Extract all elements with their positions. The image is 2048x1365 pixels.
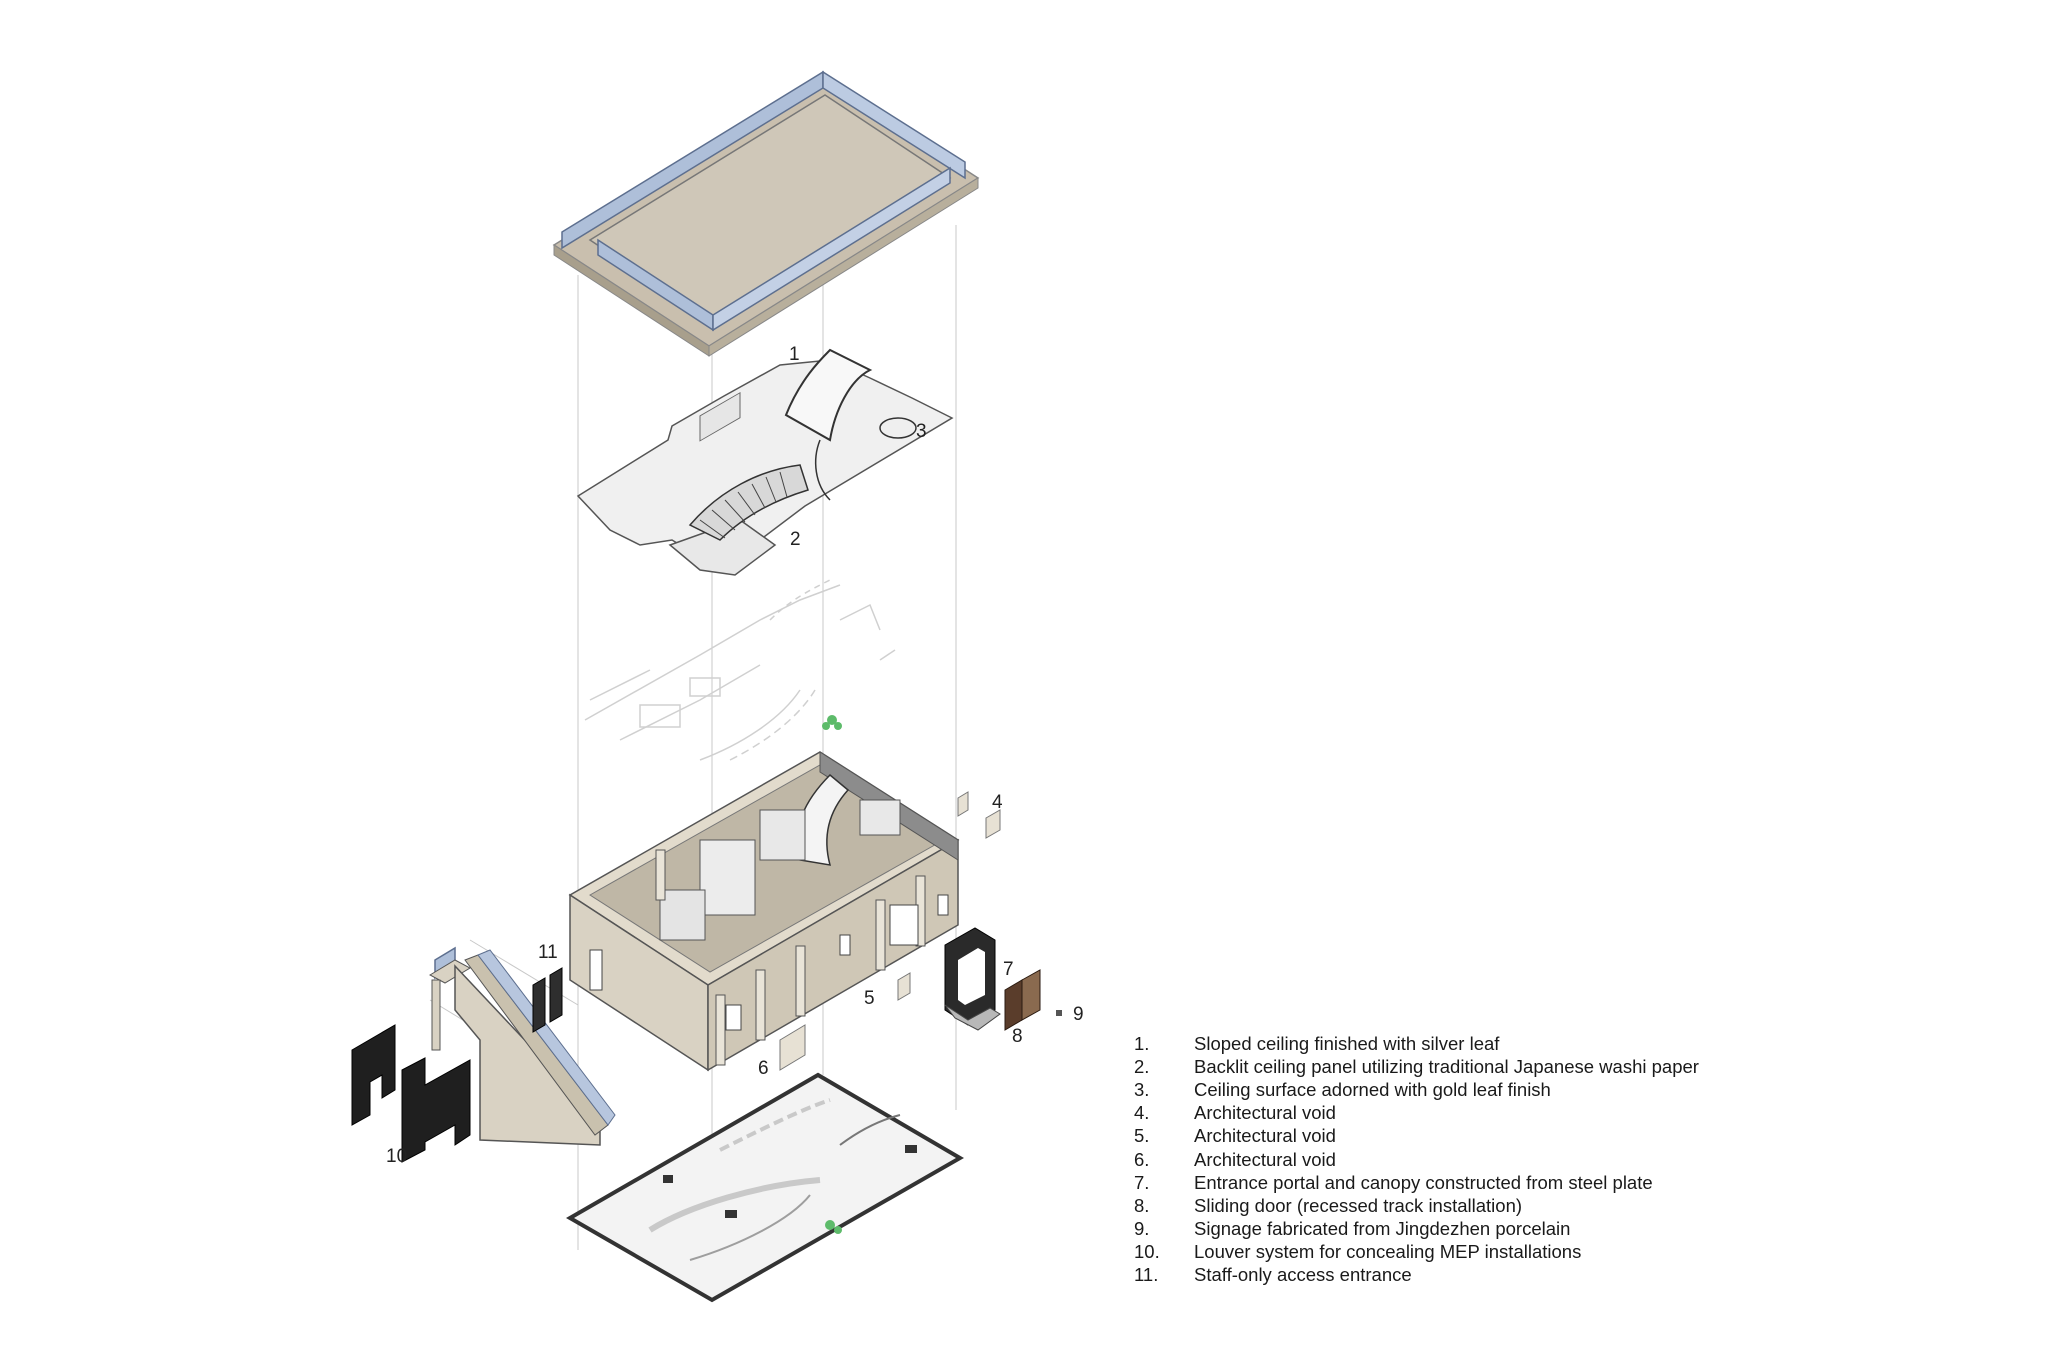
- legend-text: Entrance portal and canopy constructed f…: [1194, 1171, 1653, 1193]
- legend-text: Ceiling surface adorned with gold leaf f…: [1194, 1078, 1551, 1100]
- furniture-layer: [584, 579, 896, 761]
- wall-openings: [589, 894, 949, 1031]
- legend-number: 10.: [1134, 1241, 1160, 1263]
- void-panels: [779, 791, 1001, 1071]
- louver-system: [351, 1024, 471, 1163]
- stair-glass-side: [477, 949, 616, 1126]
- roof-parapet-glass-front-right: [712, 166, 951, 332]
- callout-7: 7: [1003, 959, 1014, 980]
- legend-text: Architectural void: [1194, 1125, 1336, 1147]
- callout-3: 3: [916, 421, 927, 442]
- legend-text: Architectural void: [1194, 1102, 1336, 1124]
- legend-text: Signage fabricated from Jingdezhen porce…: [1194, 1218, 1571, 1240]
- roof-parapet-glass-right: [822, 70, 966, 180]
- legend-item: 5. Architectural void: [1134, 1125, 1894, 1148]
- interior-partition-1: [699, 839, 756, 916]
- legend-item: 10. Louver system for concealing MEP inst…: [1134, 1241, 1894, 1264]
- sliding-door: [1004, 969, 1041, 1031]
- interior-partition-4: [859, 799, 901, 836]
- legend-item: 6. Architectural void: [1134, 1148, 1894, 1171]
- legend-number: 2.: [1134, 1055, 1150, 1077]
- legend-item: 3. Ceiling surface adorned with gold leaf…: [1134, 1078, 1894, 1101]
- gold-leaf-ceiling-disc: [879, 417, 917, 439]
- legend-number: 7.: [1134, 1171, 1150, 1193]
- legend-item: 7. Entrance portal and canopy constructed…: [1134, 1171, 1894, 1194]
- legend-text: Sliding door (recessed track installatio…: [1194, 1194, 1523, 1216]
- callout-5: 5: [864, 988, 875, 1009]
- ceiling-layer: [576, 348, 954, 576]
- roof-base-edge-right: [708, 177, 979, 357]
- legend-item: 4. Architectural void: [1134, 1102, 1894, 1125]
- ground-floor-plan: [565, 1072, 964, 1303]
- callout-6: 6: [758, 1058, 769, 1079]
- legend-text: Staff-only access entrance: [1194, 1264, 1412, 1286]
- building-shell: [568, 751, 960, 1072]
- legend-item: 1. Sloped ceiling finished with silver le…: [1134, 1032, 1894, 1055]
- legend-item: 8. Sliding door (recessed track installat…: [1134, 1194, 1894, 1217]
- callout-9: 9: [1073, 1004, 1084, 1025]
- callout-numbers: 1 2 3 4 5 6 7 8 9 10 11: [386, 344, 1084, 1167]
- legend-item: 11. Staff-only access entrance: [1134, 1264, 1894, 1287]
- interior-partition-3: [759, 809, 806, 861]
- ceiling-box-1: [699, 391, 741, 442]
- callout-8: 8: [1012, 1026, 1023, 1047]
- legend-number: 5.: [1134, 1125, 1150, 1147]
- interior-partition-2: [659, 889, 706, 941]
- sloped-silver-ceiling: [784, 348, 873, 442]
- legend-number: 1.: [1134, 1032, 1150, 1054]
- exterior-stair: [428, 946, 616, 1146]
- legend-number: 8.: [1134, 1194, 1150, 1216]
- spiral-washi-panel: [688, 464, 809, 541]
- legend-item: 2. Backlit ceiling panel utilizing tradit…: [1134, 1055, 1894, 1078]
- legend-text: Sloped ceiling finished with silver leaf: [1194, 1032, 1500, 1054]
- plant-markers: [822, 715, 842, 730]
- legend-text: Backlit ceiling panel utilizing traditio…: [1194, 1055, 1699, 1077]
- legend-number: 6.: [1134, 1148, 1150, 1170]
- legend-number: 4.: [1134, 1102, 1150, 1124]
- callout-2: 2: [790, 529, 801, 550]
- legend: 1. Sloped ceiling finished with silver le…: [1134, 1032, 1894, 1287]
- staff-door-panels: [532, 967, 563, 1033]
- roof-layer: [552, 70, 980, 357]
- porcelain-signage: [1056, 1010, 1062, 1016]
- legend-number: 3.: [1134, 1078, 1150, 1100]
- curved-panel: [814, 439, 831, 501]
- legend-number: 11.: [1134, 1264, 1159, 1286]
- callout-4: 4: [992, 792, 1003, 813]
- legend-item: 9. Signage fabricated from Jingdezhen por…: [1134, 1218, 1894, 1241]
- legend-text: Architectural void: [1194, 1148, 1336, 1170]
- ceiling-panels: [576, 359, 954, 561]
- spiral-ribs: [699, 471, 788, 539]
- callout-11: 11: [538, 942, 558, 963]
- entrance-portal: [944, 927, 1001, 1031]
- callout-10: 10: [386, 1146, 407, 1167]
- callout-1: 1: [789, 344, 800, 365]
- legend-text: Louver system for concealing MEP install…: [1194, 1241, 1582, 1263]
- shell-front-wall: [707, 838, 959, 1072]
- stair-post: [431, 979, 441, 1051]
- legend-number: 9.: [1134, 1218, 1150, 1240]
